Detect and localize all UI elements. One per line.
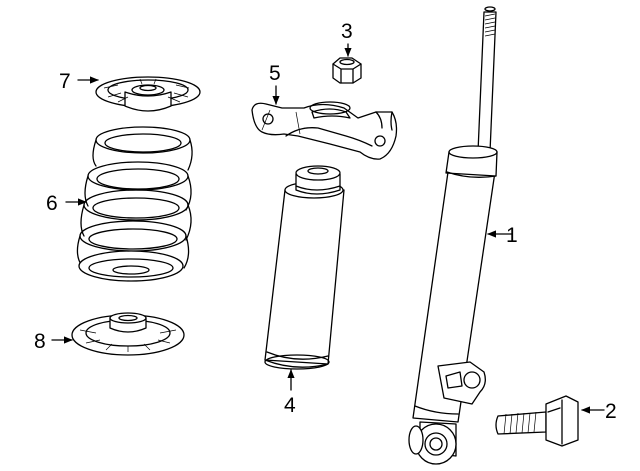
callout-7: 7 xyxy=(59,70,71,93)
upper-spring-insulator[interactable] xyxy=(95,76,201,112)
nut[interactable] xyxy=(332,57,362,84)
callout-2: 2 xyxy=(605,400,617,423)
callout-4: 4 xyxy=(284,394,296,417)
callout-1: 1 xyxy=(506,224,518,247)
coil-spring[interactable] xyxy=(76,126,193,282)
bolt[interactable] xyxy=(495,395,579,447)
callout-3: 3 xyxy=(341,20,353,43)
shock-absorber[interactable] xyxy=(408,6,498,465)
callout-8: 8 xyxy=(34,330,46,353)
callout-6: 6 xyxy=(46,192,58,215)
lower-spring-insulator[interactable] xyxy=(71,312,185,356)
upper-mount-bracket[interactable] xyxy=(251,101,398,160)
callout-arrows xyxy=(51,43,605,414)
callout-labels: 1 2 3 4 5 6 7 8 xyxy=(34,20,617,423)
callout-5: 5 xyxy=(269,62,281,85)
dust-boot[interactable] xyxy=(264,165,345,370)
